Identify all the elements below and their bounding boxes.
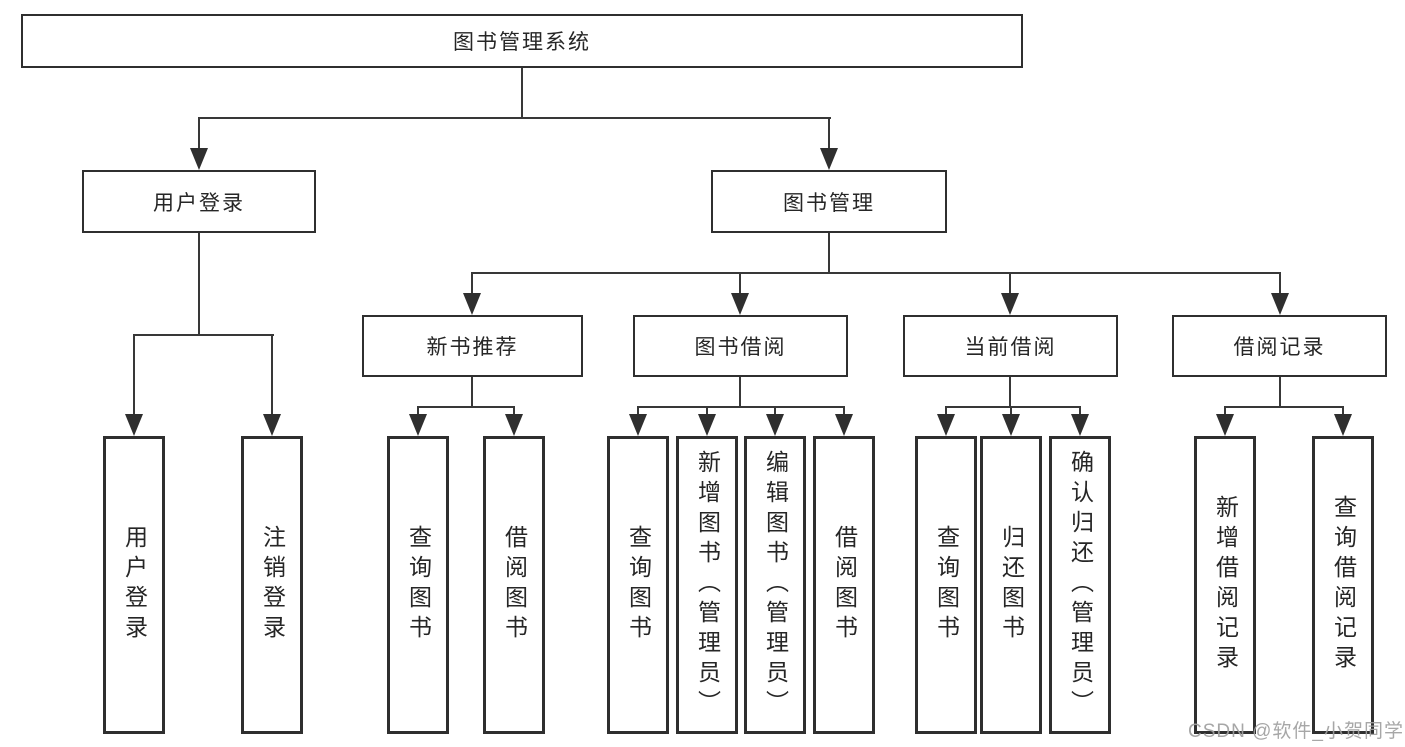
connector-line [417, 406, 515, 408]
arrowhead-down-icon [1071, 414, 1089, 436]
leaf-return-books: 归还图书 [980, 436, 1042, 734]
connector-line [1342, 406, 1344, 416]
connector-line [774, 406, 776, 416]
leaf-confirm-return-admin-label: 确认归还（管理员） [1067, 450, 1094, 720]
arrowhead-down-icon [835, 414, 853, 436]
connector-line [1009, 272, 1011, 295]
leaf-borrow-books: 借阅图书 [813, 436, 875, 734]
connector-line [739, 272, 741, 295]
leaf-query-borrow-record: 查询借阅记录 [1312, 436, 1374, 734]
connector-line [198, 233, 200, 335]
arrowhead-down-icon [629, 414, 647, 436]
leaf-query-books-borrow-label: 查询图书 [625, 525, 652, 645]
connector-line [1224, 406, 1344, 408]
arrowhead-down-icon [937, 414, 955, 436]
node-book-management-label: 图书管理 [783, 191, 875, 215]
arrowhead-down-icon [505, 414, 523, 436]
node-current-borrow: 当前借阅 [903, 315, 1118, 377]
connector-line [198, 117, 831, 119]
connector-line [945, 406, 1081, 408]
connector-line [1279, 377, 1281, 407]
connector-line [828, 117, 830, 150]
leaf-confirm-return-admin: 确认归还（管理员） [1049, 436, 1111, 734]
connector-line [828, 233, 830, 273]
arrowhead-down-icon [1334, 414, 1352, 436]
leaf-query-books-recommend-label: 查询图书 [405, 525, 432, 645]
leaf-query-books-current-label: 查询图书 [933, 525, 960, 645]
node-book-management: 图书管理 [711, 170, 947, 233]
node-book-borrow-label: 图书借阅 [694, 336, 787, 359]
leaf-query-books-borrow: 查询图书 [607, 436, 669, 734]
connector-line [706, 406, 708, 416]
connector-line [471, 272, 473, 295]
arrowhead-down-icon [731, 293, 749, 315]
arrowhead-down-icon [263, 414, 281, 436]
node-user-login-label: 用户登录 [153, 191, 245, 215]
connector-line [1010, 406, 1012, 416]
connector-line [945, 406, 947, 416]
connector-line [133, 334, 274, 336]
connector-line [1224, 406, 1226, 416]
leaf-query-borrow-record-label: 查询借阅记录 [1330, 495, 1357, 675]
leaf-edit-books-admin-label: 编辑图书（管理员） [762, 450, 789, 720]
node-new-book-recommend-label: 新书推荐 [426, 336, 519, 359]
leaf-logout-label: 注销登录 [259, 525, 286, 645]
connector-line [637, 406, 845, 408]
connector-line [513, 406, 515, 416]
node-root-label: 图书管理系统 [453, 31, 591, 54]
node-current-borrow-label: 当前借阅 [964, 336, 1057, 359]
leaf-edit-books-admin: 编辑图书（管理员） [744, 436, 806, 734]
leaf-query-books-current: 查询图书 [915, 436, 977, 734]
leaf-user-login-label: 用户登录 [121, 525, 148, 645]
connector-line [1009, 377, 1011, 407]
connector-line [471, 377, 473, 407]
node-root: 图书管理系统 [21, 14, 1023, 68]
connector-line [1079, 406, 1081, 416]
connector-line [417, 406, 419, 416]
connector-line [1279, 272, 1281, 295]
arrowhead-down-icon [463, 293, 481, 315]
csdn-watermark: CSDN @软件_小贺同学 [1188, 721, 1404, 742]
connector-line [271, 334, 273, 416]
leaf-add-borrow-record: 新增借阅记录 [1194, 436, 1256, 734]
arrowhead-down-icon [766, 414, 784, 436]
arrowhead-down-icon [1216, 414, 1234, 436]
leaf-borrow-books-recommend-label: 借阅图书 [501, 525, 528, 645]
arrowhead-down-icon [1271, 293, 1289, 315]
connector-line [843, 406, 845, 416]
arrowhead-down-icon [125, 414, 143, 436]
leaf-borrow-books-label: 借阅图书 [831, 525, 858, 645]
connector-line [637, 406, 639, 416]
arrowhead-down-icon [1002, 414, 1020, 436]
leaf-user-login: 用户登录 [103, 436, 165, 734]
arrowhead-down-icon [409, 414, 427, 436]
leaf-return-books-label: 归还图书 [998, 525, 1025, 645]
node-borrow-records: 借阅记录 [1172, 315, 1387, 377]
arrowhead-down-icon [698, 414, 716, 436]
leaf-borrow-books-recommend: 借阅图书 [483, 436, 545, 734]
connector-line [521, 68, 523, 118]
node-borrow-records-label: 借阅记录 [1233, 336, 1326, 359]
leaf-query-books-recommend: 查询图书 [387, 436, 449, 734]
node-book-borrow: 图书借阅 [633, 315, 848, 377]
connector-line [198, 117, 200, 150]
connector-line [471, 272, 1281, 274]
arrowhead-down-icon [1001, 293, 1019, 315]
connector-line [133, 334, 135, 416]
leaf-add-borrow-record-label: 新增借阅记录 [1212, 495, 1239, 675]
leaf-add-books-admin: 新增图书（管理员） [676, 436, 738, 734]
leaf-logout: 注销登录 [241, 436, 303, 734]
leaf-add-books-admin-label: 新增图书（管理员） [694, 450, 721, 720]
node-user-login: 用户登录 [82, 170, 316, 233]
node-new-book-recommend: 新书推荐 [362, 315, 583, 377]
arrowhead-down-icon [190, 148, 208, 170]
arrowhead-down-icon [820, 148, 838, 170]
connector-line [739, 377, 741, 407]
